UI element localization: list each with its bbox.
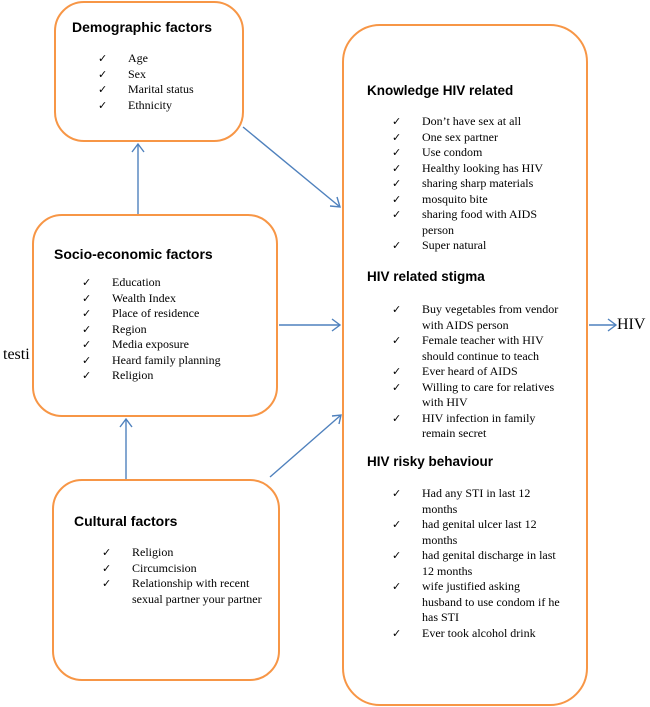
arrowhead — [607, 318, 618, 332]
list-item: ✓Sex — [98, 66, 146, 81]
list-item: ✓mosquito bite — [392, 191, 488, 206]
check-icon: ✓ — [98, 83, 108, 96]
list-item: ✓Age — [98, 51, 148, 65]
hiv-outcome-label: HIV — [617, 316, 646, 333]
check-icon: ✓ — [98, 52, 108, 65]
check-icon: ✓ — [98, 98, 108, 112]
arrow-cultural-to-hiv-box — [269, 414, 342, 478]
list-item: ✓One sex partner — [392, 129, 498, 144]
demographic-factors-title: Demographic factors — [72, 19, 213, 35]
check-icon: ✓ — [392, 192, 402, 206]
hiv-risky-behaviour-list: ✓Had any STI in last 12 months ✓had geni… — [392, 486, 562, 641]
check-icon: ✓ — [392, 177, 402, 190]
arrow-demographic-to-hiv-box — [242, 126, 341, 208]
knowledge-hiv-list: ✓Don’t have sex at all ✓One sex partner … — [392, 114, 572, 254]
cultural-factors-list: ✓Religion ✓Circumcision ✓Relationship wi… — [102, 545, 272, 607]
list-item: ✓had genital discharge in last 12 months — [392, 548, 556, 578]
hiv-stigma-list: ✓Buy vegetables from vendor with AIDS pe… — [392, 302, 562, 442]
list-item: ✓Media exposure — [82, 337, 189, 351]
check-icon: ✓ — [392, 487, 402, 500]
check-icon: ✓ — [82, 353, 92, 367]
check-icon: ✓ — [102, 561, 112, 575]
list-item: ✓Use condom — [392, 145, 483, 159]
list-item: ✓sharing sharp materials — [392, 176, 534, 190]
check-icon: ✓ — [392, 115, 402, 128]
list-item: ✓Region — [82, 321, 147, 336]
list-item: ✓Buy vegetables from vendor with AIDS pe… — [392, 302, 559, 332]
list-item: ✓Relationship with recent sexual partner… — [102, 576, 262, 606]
list-item: ✓Place of residence — [82, 306, 200, 320]
check-icon: ✓ — [392, 146, 402, 159]
list-item: ✓Religion — [102, 545, 174, 559]
list-item: ✓HIV infection in family remain secret — [392, 410, 536, 441]
list-item: ✓Ethnicity — [98, 97, 172, 112]
check-icon: ✓ — [392, 626, 402, 640]
list-item: ✓Female teacher with HIV should continue… — [392, 333, 544, 363]
list-item: ✓Ever heard of AIDS — [392, 364, 518, 378]
arrowhead — [119, 417, 133, 428]
hiv-factors-box: Knowledge HIV related ✓Don’t have sex at… — [342, 24, 588, 706]
arrowhead — [329, 196, 341, 208]
check-icon: ✓ — [82, 276, 92, 289]
list-item: ✓Had any STI in last 12 months — [392, 486, 531, 516]
arrowhead — [131, 142, 145, 153]
check-icon: ✓ — [82, 322, 92, 336]
arrowhead — [331, 318, 342, 332]
check-icon: ✓ — [392, 365, 402, 378]
check-icon: ✓ — [102, 546, 112, 559]
check-icon: ✓ — [102, 577, 112, 590]
list-item: ✓Education — [82, 275, 161, 289]
check-icon: ✓ — [392, 130, 402, 144]
hiv-stigma-title: HIV related stigma — [367, 269, 485, 284]
check-icon: ✓ — [392, 580, 402, 593]
knowledge-hiv-title: Knowledge HIV related — [367, 83, 514, 98]
check-icon: ✓ — [82, 338, 92, 351]
check-icon: ✓ — [98, 67, 108, 81]
list-item: ✓Heard family planning — [82, 352, 221, 367]
list-item: ✓Marital status — [98, 82, 194, 96]
list-item: ✓had genital ulcer last 12 months — [392, 517, 537, 547]
cultural-factors-title: Cultural factors — [74, 513, 178, 529]
list-item: ✓wife justified asking husband to use co… — [392, 579, 560, 624]
check-icon: ✓ — [392, 549, 402, 562]
socio-economic-factors-title: Socio-economic factors — [54, 246, 213, 262]
demographic-factors-box: Demographic factors ✓Age ✓Sex ✓Marital s… — [54, 1, 244, 142]
check-icon: ✓ — [82, 291, 92, 305]
check-icon: ✓ — [392, 411, 402, 425]
list-item: ✓Wealth Index — [82, 290, 177, 305]
check-icon: ✓ — [392, 380, 402, 394]
socio-economic-factors-box: Socio-economic factors ✓Education ✓Wealt… — [32, 214, 278, 417]
check-icon: ✓ — [392, 239, 402, 252]
check-icon: ✓ — [392, 518, 402, 531]
list-item: ✓Religion — [82, 368, 154, 382]
check-icon: ✓ — [392, 334, 402, 347]
check-icon: ✓ — [82, 369, 92, 382]
list-item: ✓Willing to care for relatives with HIV — [392, 379, 555, 410]
cultural-factors-box: Cultural factors ✓Religion ✓Circumcision… — [52, 479, 280, 681]
list-item: ✓Super natural — [392, 238, 487, 252]
check-icon: ✓ — [82, 307, 92, 320]
list-item: ✓Circumcision — [102, 560, 197, 575]
check-icon: ✓ — [392, 208, 402, 221]
hiv-risky-behaviour-title: HIV risky behaviour — [367, 454, 494, 469]
check-icon: ✓ — [392, 303, 402, 316]
list-item: ✓Ever took alcohol drink — [392, 625, 536, 640]
check-icon: ✓ — [392, 161, 402, 175]
list-item: ✓Healthy looking has HIV — [392, 160, 543, 175]
arrowhead — [331, 414, 342, 425]
side-label-fragment: testi — [3, 346, 30, 363]
demographic-factors-list: ✓Age ✓Sex ✓Marital status ✓Ethnicity — [98, 51, 194, 113]
list-item: ✓Don’t have sex at all — [392, 114, 522, 128]
list-item: ✓sharing food with AIDS person — [392, 207, 537, 237]
socio-economic-factors-list: ✓Education ✓Wealth Index ✓Place of resid… — [82, 275, 221, 384]
